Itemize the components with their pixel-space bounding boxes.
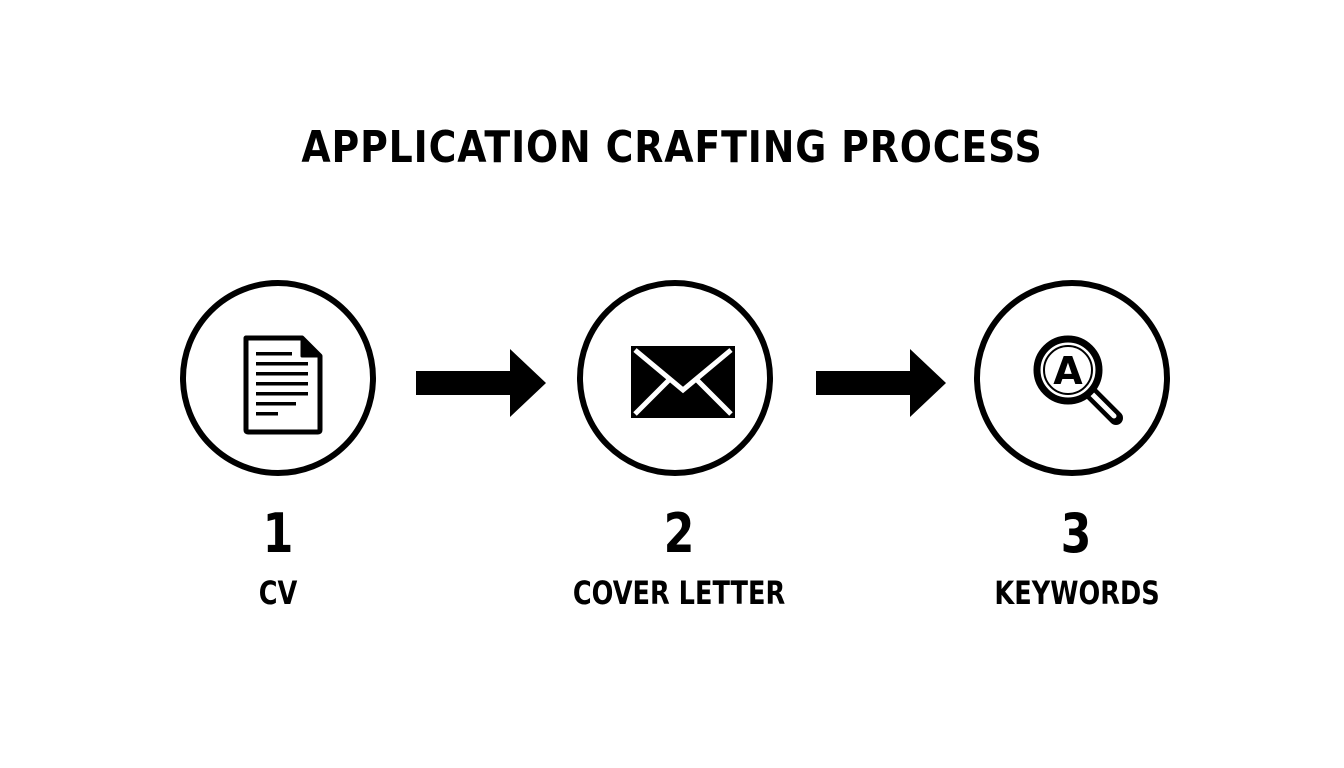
step-2-number: 2 (663, 502, 695, 565)
step-3-number: 3 (1060, 502, 1092, 565)
step-1-number: 1 (262, 502, 294, 565)
step-2-label: COVER LETTER (572, 574, 786, 612)
step-3-circle: A (974, 280, 1170, 476)
arrow-right-icon (416, 349, 546, 417)
step-3-label: KEYWORDS (994, 574, 1160, 612)
step-2-circle (577, 280, 773, 476)
step-1-circle (180, 280, 376, 476)
arrow-right-icon (816, 349, 946, 417)
document-icon (243, 335, 323, 435)
diagram-title: APPLICATION CRAFTING PROCESS (301, 122, 1043, 173)
magnifier-letter: A (1053, 349, 1083, 393)
envelope-icon (631, 346, 735, 418)
magnifier-letter-a-icon: A (1033, 335, 1123, 425)
step-1-label: CV (258, 574, 298, 612)
